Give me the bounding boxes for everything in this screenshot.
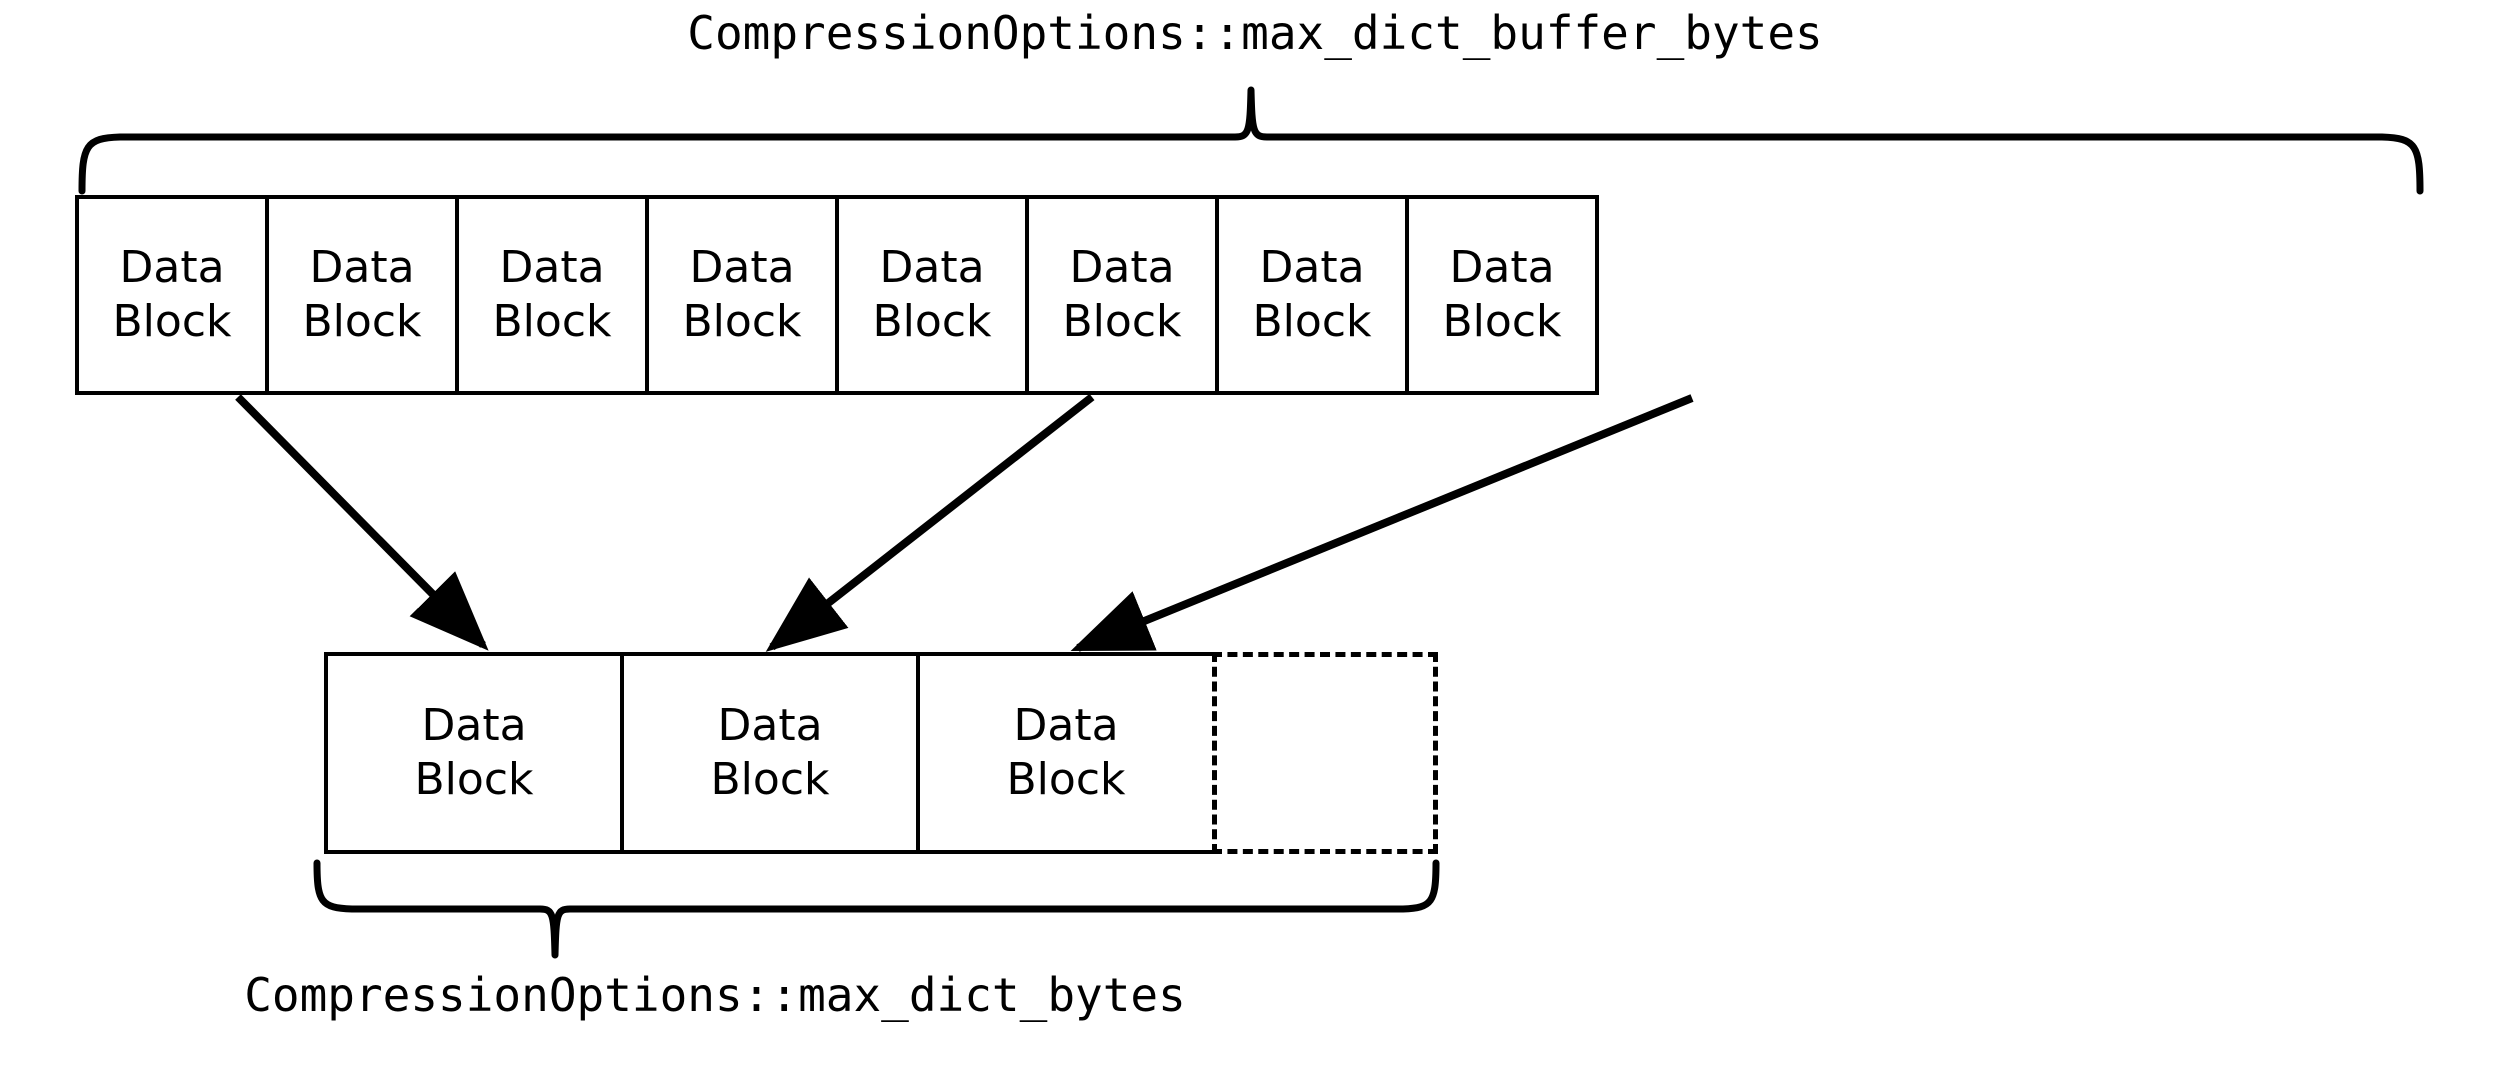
top-option-label: CompressionOptions::max_dict_buffer_byte… (687, 6, 1823, 60)
empty-dictionary-slot[interactable] (1212, 652, 1438, 854)
data-block-line1: Data (1449, 242, 1555, 294)
data-block-line2: Block (414, 754, 534, 805)
data-block[interactable]: Data Block (324, 652, 624, 854)
data-block[interactable]: Data Block (835, 195, 1029, 395)
data-block-line1: Data (689, 242, 795, 294)
data-block-line2: Block (1006, 754, 1126, 805)
data-block-line2: Block (710, 754, 830, 805)
data-block-line2: Block (872, 296, 992, 347)
data-block-line1: Data (119, 242, 225, 294)
data-block-line2: Block (1442, 296, 1562, 347)
data-block-line1: Data (499, 242, 605, 294)
data-block[interactable]: Data Block (1215, 195, 1409, 395)
arrow-block1-to-dict1 (235, 394, 489, 651)
data-block-line2: Block (682, 296, 802, 347)
data-block[interactable]: Data Block (265, 195, 459, 395)
data-block-line1: Data (309, 242, 415, 294)
data-block-line2: Block (1252, 296, 1372, 347)
data-block-line1: Data (1069, 242, 1175, 294)
data-block-line1: Data (879, 242, 985, 294)
data-block-line2: Block (1062, 296, 1182, 347)
data-block-line1: Data (421, 700, 527, 752)
bottom-option-label: CompressionOptions::max_dict_bytes (244, 968, 1186, 1022)
data-block[interactable]: Data Block (916, 652, 1216, 854)
data-block[interactable]: Data Block (1025, 195, 1219, 395)
data-block-line1: Data (1013, 700, 1119, 752)
data-block-line2: Block (112, 296, 232, 347)
arrow-block6-to-dict3 (1070, 394, 1694, 652)
bottom-brace (313, 859, 1440, 959)
data-block[interactable]: Data Block (455, 195, 649, 395)
data-block[interactable]: Data Block (620, 652, 920, 854)
data-block[interactable]: Data Block (1405, 195, 1599, 395)
data-block-line2: Block (492, 296, 612, 347)
top-brace (78, 86, 2424, 195)
data-block-line1: Data (717, 700, 823, 752)
data-block[interactable]: Data Block (75, 195, 269, 395)
data-block-line2: Block (302, 296, 422, 347)
arrow-block4-to-dict2 (765, 393, 1095, 652)
data-block[interactable]: Data Block (645, 195, 839, 395)
data-block-line1: Data (1259, 242, 1365, 294)
